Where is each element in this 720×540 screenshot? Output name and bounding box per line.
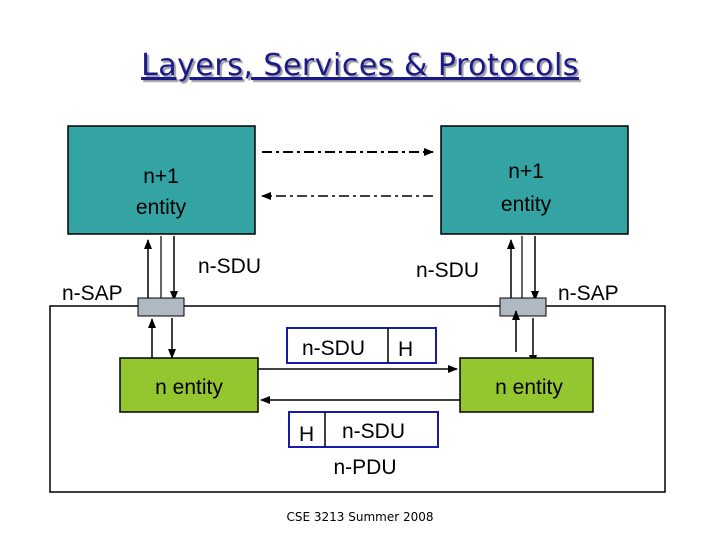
- top-pdu-header: H: [398, 338, 413, 361]
- right-upper-entity-box: [440, 125, 629, 235]
- right-upper-entity-line1: n+1: [508, 160, 544, 183]
- right-sap-label: n-SAP: [558, 282, 619, 305]
- right-sap-box: [499, 297, 547, 317]
- left-lower-entity-label: n entity: [155, 376, 223, 399]
- bottom-pdu-sdu: n-SDU: [342, 420, 405, 443]
- pdu-label: n-PDU: [333, 456, 396, 479]
- n-layer-container: [49, 305, 666, 493]
- left-lower-entity-box: [119, 357, 259, 413]
- left-sdu-label: n-SDU: [198, 255, 261, 278]
- left-upper-entity-box: [67, 125, 256, 235]
- left-sap-label: n-SAP: [62, 282, 123, 305]
- right-sdu-label: n-SDU: [416, 259, 479, 282]
- top-pdu-box: [286, 327, 437, 364]
- bottom-pdu-box: [288, 411, 439, 448]
- left-upper-entity-line2: entity: [136, 196, 187, 219]
- right-upper-entity-line2: entity: [501, 193, 552, 216]
- right-lower-entity-label: n entity: [495, 376, 563, 399]
- bottom-pdu-header: H: [299, 423, 314, 446]
- footer-course-label: CSE 3213 Summer 2008: [286, 510, 434, 524]
- slide-title: Layers, Services & Protocols: [141, 48, 579, 83]
- left-sap-box: [137, 297, 185, 317]
- top-pdu-sdu: n-SDU: [302, 337, 365, 360]
- right-lower-entity-box: [459, 357, 594, 413]
- left-upper-entity-line1: n+1: [143, 165, 179, 188]
